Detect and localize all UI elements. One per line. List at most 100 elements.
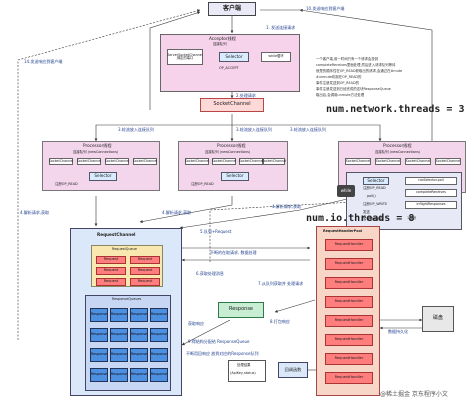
request-item: Request: [130, 278, 160, 286]
request-handler: RequestHandler: [325, 258, 373, 270]
request-item: Request: [130, 267, 160, 275]
step-label: 2.处理请求: [236, 93, 256, 98]
response-item: Response: [90, 348, 108, 362]
request-handler-pool: RequestHandlerPool RequestHandler Reques…: [316, 226, 380, 396]
result-label: 处理结果: [237, 363, 251, 367]
step-label: 9.得结构分配给 ResponseQueue: [188, 339, 250, 344]
response-item: Response: [130, 368, 148, 382]
acceptor-title: Acceptor线程: [209, 36, 236, 41]
step-label: 3.轮流放入连接队列: [236, 127, 272, 132]
response-item: Response: [150, 368, 168, 382]
response-item: Response: [90, 368, 108, 382]
processor-queue: 连接队列 (newConnections): [205, 150, 251, 154]
socket-channel: SocketChannel: [435, 158, 461, 165]
processor-thread-1: Processor线程 连接队列 (newConnections) Socket…: [42, 141, 160, 191]
processor-title: Processor线程: [83, 143, 112, 148]
request-handler: RequestHandler: [325, 315, 373, 327]
response-item: Response: [90, 308, 108, 322]
response-queues-title: ResponseQueues: [112, 297, 142, 301]
response-item: Response: [130, 348, 148, 362]
processor-queue: 连接队列 (newConnections): [375, 150, 421, 154]
request-item: Request: [96, 256, 126, 264]
detail-nio-selector: nioSelector.poll: [405, 177, 457, 185]
request-handler: RequestHandler: [325, 277, 373, 289]
request-handler: RequestHandler: [325, 239, 373, 251]
response-item: Response: [110, 308, 128, 322]
step-label: 7.从队列获取并 处理请求: [258, 281, 304, 286]
processor-title: Processor线程: [217, 143, 246, 148]
processor-title: Processor线程: [383, 143, 412, 148]
processor-detail-panel: while Selector 注册OP_READ poll() nioSelec…: [337, 172, 462, 230]
processor-selector: Selector: [89, 172, 117, 181]
disk-box: 磁盘: [422, 306, 454, 332]
note-line: 事件注册发送到OP_READ的: [316, 81, 359, 85]
socket-channel: SocketChannel: [212, 158, 236, 165]
response-item: Response: [110, 368, 128, 382]
request-item: Request: [130, 256, 160, 264]
socket-channel: SocketChannel: [105, 158, 129, 165]
processor-queue: 连接队列 (newConnections): [73, 150, 119, 154]
acceptor-queue: 连接队列: [213, 42, 227, 46]
detail-register-write: 注册OP_WRITE: [363, 202, 388, 206]
socket-channel: SocketChannel: [133, 158, 157, 165]
request-channel: RequestChannel RequestQueue Request Requ…: [70, 228, 182, 396]
step-label: 14.发送响应到客户端: [24, 59, 63, 64]
response-item: Response: [150, 348, 168, 362]
detail-hold-response: 暂存响应消息: [363, 217, 384, 221]
step-label: 3.轮流放入连接队列: [290, 127, 326, 132]
response-item: Response: [150, 328, 168, 342]
response-item: Response: [90, 328, 108, 342]
request-handler: RequestHandler: [325, 372, 373, 384]
note-line: #unmute机制在OP_READ的: [316, 75, 362, 79]
response-item: Response: [110, 328, 128, 342]
result-box: 处理结果 (ApiKey,status): [228, 360, 266, 382]
response-item: Response: [130, 308, 148, 322]
step-label: 10.发送响应到客户端: [306, 6, 345, 11]
step-label: 1. 发送连接请求: [266, 25, 296, 30]
socket-channel: SocketChannel: [185, 158, 209, 165]
detail-register-read: 注册OP_READ: [363, 186, 386, 190]
processor-selector: Selector: [221, 172, 249, 181]
request-queue: RequestQueue Request Request Request Req…: [91, 245, 163, 287]
request-item: Request: [96, 278, 126, 286]
result-sub: (ApiKey,status): [230, 371, 256, 375]
step-label: 4.解析请求,获取: [272, 204, 302, 209]
while-node: while: [337, 185, 355, 197]
step-label: 3.轮流放入连接队列: [118, 127, 154, 132]
detail-selector: Selector: [363, 177, 389, 185]
socket-channel: SocketChannel: [345, 158, 371, 165]
detail-inflight-responses: inflightResponses: [405, 201, 457, 209]
server-socket-channel: ServerSocketChannel绑定的端口: [167, 49, 203, 65]
detail-complete-receives: completeReceives: [405, 189, 457, 197]
step-label: 数据持久化: [388, 329, 408, 334]
note-line: completeReceives里面处理,然后进入请求队列等待: [316, 63, 396, 67]
socket-channel: SocketChannel: [262, 158, 286, 165]
detail-send: 发送: [363, 210, 370, 214]
handler-pool-title: RequestHandlerPool: [323, 229, 363, 233]
acceptor-while-loop: while循环: [261, 52, 291, 62]
step-label: 6.获取处理消息: [196, 271, 224, 276]
socket-channel: SocketChannel: [405, 158, 431, 165]
note-line: 事件注册发送到已经完成的这块ResponseQueue: [316, 87, 391, 91]
response-item: Response: [150, 308, 168, 322]
detail-poll: poll(): [367, 194, 376, 198]
step-label: 不断的在取请求, 数据处理: [210, 250, 257, 255]
request-item: Request: [96, 267, 126, 275]
callback-box: 回调函数: [278, 362, 308, 378]
note-line: 就是的顺序性在OP_READ获取出的请求,会通过在#mute: [316, 69, 403, 73]
request-handler: RequestHandler: [325, 353, 373, 365]
detail-register-label: 1注册: [407, 216, 416, 220]
acceptor-selector: Selector: [219, 52, 249, 62]
watermark: @稀土掘金 京东程序小文: [380, 391, 448, 398]
note-line: 取出后,会调用unmute方法处理: [316, 93, 365, 97]
note-line: 一个客户端,用一时间只有一个请求会放到: [316, 57, 379, 61]
step-label: 4.解析请求,获取: [20, 210, 50, 215]
num-network-threads: num.network.threads = 3: [326, 104, 465, 115]
step-label: 获取响应: [188, 321, 204, 326]
num-io-threads: num.io.threads = 8: [306, 213, 415, 224]
processor-thread-2: Processor线程 连接队列 (newConnections) Socket…: [178, 141, 288, 191]
socket-channel: SocketChannel: [239, 158, 263, 165]
socket-channel-box: SocketChannel: [200, 98, 264, 112]
socket-channel: SocketChannel: [77, 158, 101, 165]
